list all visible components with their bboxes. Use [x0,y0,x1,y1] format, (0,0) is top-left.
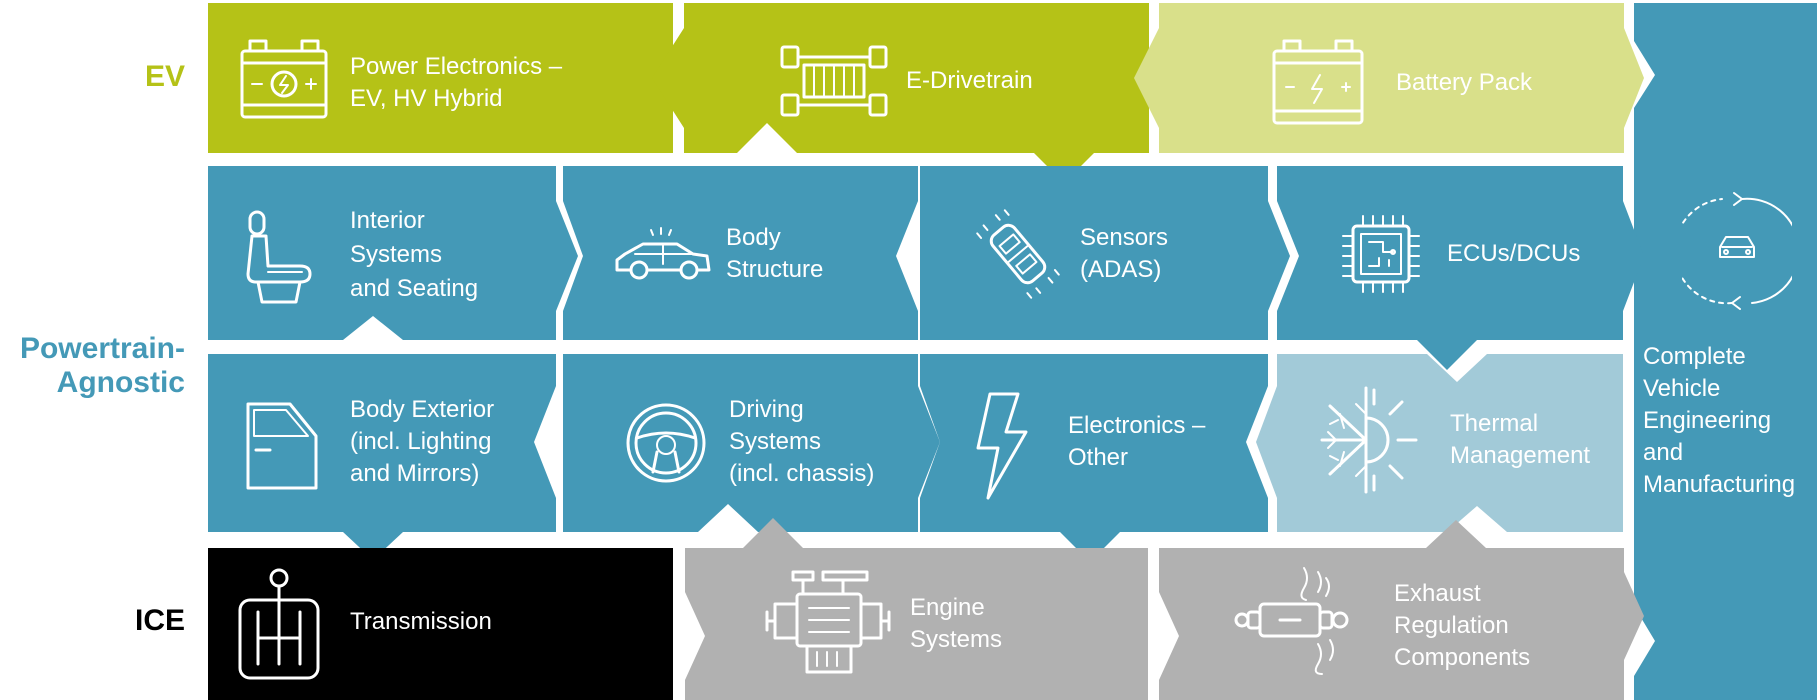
tile-label-thermal: Thermal Management [1450,410,1591,469]
tile-label-sensors: Sensors (ADAS) [1080,224,1169,283]
tile-label-driving-systems: Driving Systems (incl. chassis) [729,396,875,487]
sensor-car-icon [976,209,1060,299]
tile-ecus: ECUs/DCUs [1277,166,1644,380]
tile-interior: Interior Systems and Seating [208,166,578,356]
tile-thermal: Thermal Management [1256,354,1644,532]
tile-label-exhaust: Exhaust Regulation Components [1394,580,1531,671]
tile-label-battery-pack: Battery Pack [1396,69,1533,96]
tile-transmission: Transmission [208,548,698,700]
tile-label-complete-vehicle: Complete Vehicle Engineering and Manufac… [1643,343,1796,498]
tile-label-ecus: ECUs/DCUs [1447,240,1581,267]
tile-battery-pack: Battery Pack [1134,3,1644,153]
tile-power-electronics: Power Electronics – EV, HV Hybrid [208,3,673,153]
tile-e-drivetrain: E-Drivetrain [652,3,1164,183]
row-label-ev: EV [144,60,185,93]
tile-body-structure: Body Structure [563,166,933,340]
tile-label-electronics-other: Electronics – Other [1068,412,1206,471]
chassis-icon [780,45,888,117]
battery-icon [1272,39,1364,125]
chip-icon [1342,215,1420,293]
gear-shift-icon [238,568,320,680]
tile-label-engine: Engine Systems [910,594,1003,653]
exhaust-icon [1234,567,1349,675]
tile-label-power-electronics: Power Electronics – EV, HV Hybrid [350,53,563,112]
vehicle-cycle-icon [1682,192,1792,310]
tile-sensors: Sensors (ADAS) [920,166,1290,340]
tile-driving-systems: Driving Systems (incl. chassis) [563,354,943,534]
tile-label-body-structure: Body Structure [726,224,824,283]
snow-sun-icon [1320,386,1418,494]
engine-icon [765,570,891,674]
tile-body-exterior: Body Exterior (incl. Lighting and Mirror… [208,354,578,574]
tile-label-e-drivetrain: E-Drivetrain [906,67,1033,94]
tile-engine: Engine Systems [673,514,1168,700]
tile-label-transmission: Transmission [350,608,492,635]
seat-icon [246,210,312,304]
tile-label-body-exterior: Body Exterior (incl. Lighting and Mirror… [350,396,495,487]
lightning-icon [976,392,1028,500]
tile-electronics-other: Electronics – Other [920,354,1290,578]
tile-exhaust: Exhaust Regulation Components [1134,514,1644,700]
car-battery-icon [240,39,328,119]
row-label-ice: ICE [134,604,185,637]
steering-wheel-icon [626,403,706,483]
tile-label-interior: Interior Systems and Seating [350,207,479,302]
car-door-icon [246,402,318,490]
tile-complete-vehicle: Complete Vehicle Engineering and Manufac… [1630,3,1817,700]
car-body-icon [615,227,711,280]
row-label-powertrain-agnostic: Powertrain- Agnostic [19,332,185,399]
